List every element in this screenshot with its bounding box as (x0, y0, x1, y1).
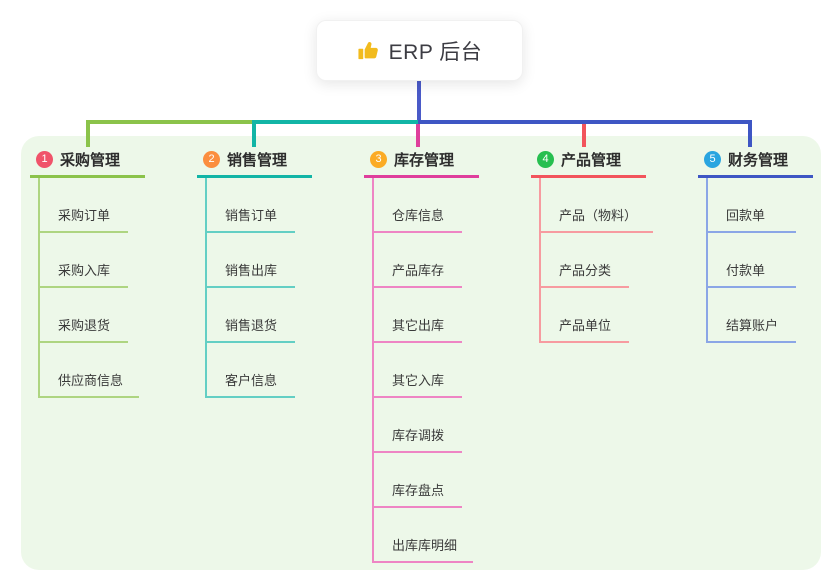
branch-column-product: 4 产品管理 产品（物料） 产品分类 产品单位 (531, 150, 681, 343)
branch-header-finance[interactable]: 5 财务管理 (698, 150, 813, 178)
branch-column-purchase: 1 采购管理 采购订单 采购入库 采购退货 供应商信息 (30, 150, 180, 398)
branch-column-finance: 5 财务管理 回款单 付款单 结算账户 (698, 150, 839, 343)
tree-item[interactable]: 产品（物料） (541, 178, 654, 233)
tree-item-label: 采购订单 (58, 208, 111, 223)
branch-items-inventory: 仓库信息 产品库存 其它出库 其它入库 库存调拨 库存盘点 出库库明细 (372, 178, 514, 563)
branch-items-product: 产品（物料） 产品分类 产品单位 (539, 178, 681, 343)
branch-number-badge: 4 (537, 151, 554, 168)
tree-item-label: 销售出库 (225, 263, 278, 278)
tree-item-label: 产品库存 (392, 263, 445, 278)
thumbs-up-icon (357, 39, 380, 62)
tree-item-label: 付款单 (726, 263, 766, 278)
tree-item[interactable]: 采购入库 (40, 233, 128, 288)
tree-item[interactable]: 库存调拨 (374, 398, 462, 453)
tree-item-label: 回款单 (726, 208, 766, 223)
branch-number-badge: 3 (370, 151, 387, 168)
tree-item-label: 销售订单 (225, 208, 278, 223)
bus-line-sales-segment (254, 120, 418, 124)
branch-header-purchase[interactable]: 1 采购管理 (30, 150, 145, 178)
tree-item-label: 其它入库 (392, 373, 445, 388)
tree-item-label: 出库库明细 (392, 538, 458, 553)
branch-items-sales: 销售订单 销售出库 销售退货 客户信息 (205, 178, 347, 398)
tree-item[interactable]: 库存盘点 (374, 453, 462, 508)
tree-item-label: 采购入库 (58, 263, 111, 278)
tree-item[interactable]: 其它入库 (374, 343, 462, 398)
tree-item-label: 产品单位 (559, 318, 612, 333)
tree-item-label: 销售退货 (225, 318, 278, 333)
tree-item-label: 库存调拨 (392, 428, 445, 443)
tree-item-label: 客户信息 (225, 373, 278, 388)
tree-item-label: 库存盘点 (392, 483, 445, 498)
drop-line-purchase (86, 120, 90, 147)
tree-item[interactable]: 客户信息 (207, 343, 295, 398)
tree-item-label: 产品分类 (559, 263, 612, 278)
branches-panel (21, 136, 821, 570)
root-connector-line (417, 81, 421, 122)
tree-item[interactable]: 回款单 (708, 178, 796, 233)
branch-title: 财务管理 (728, 152, 789, 169)
tree-item[interactable]: 其它出库 (374, 288, 462, 343)
tree-item[interactable]: 产品分类 (541, 233, 629, 288)
tree-item[interactable]: 供应商信息 (40, 343, 140, 398)
tree-item[interactable]: 采购订单 (40, 178, 128, 233)
branch-title: 销售管理 (227, 152, 288, 169)
branch-title: 库存管理 (394, 152, 455, 169)
tree-item[interactable]: 销售退货 (207, 288, 295, 343)
tree-item-label: 产品（物料） (559, 208, 638, 223)
branch-items-finance: 回款单 付款单 结算账户 (706, 178, 839, 343)
branch-number-badge: 5 (704, 151, 721, 168)
drop-line-finance (748, 120, 752, 147)
branch-header-product[interactable]: 4 产品管理 (531, 150, 646, 178)
branch-number-badge: 1 (36, 151, 53, 168)
tree-item[interactable]: 产品库存 (374, 233, 462, 288)
tree-item[interactable]: 销售订单 (207, 178, 295, 233)
root-node-title: ERP 后台 (388, 40, 483, 64)
tree-item[interactable]: 销售出库 (207, 233, 295, 288)
bus-line-finance-segment (418, 120, 752, 124)
bus-line-purchase-segment (86, 120, 254, 124)
tree-item[interactable]: 仓库信息 (374, 178, 462, 233)
drop-line-product (582, 124, 586, 147)
tree-item[interactable]: 结算账户 (708, 288, 796, 343)
tree-item-label: 采购退货 (58, 318, 111, 333)
branch-number-badge: 2 (203, 151, 220, 168)
tree-item[interactable]: 付款单 (708, 233, 796, 288)
branch-items-purchase: 采购订单 采购入库 采购退货 供应商信息 (38, 178, 180, 398)
branch-title: 采购管理 (60, 152, 121, 169)
tree-item-label: 结算账户 (726, 318, 779, 333)
tree-item[interactable]: 出库库明细 (374, 508, 474, 563)
branch-header-sales[interactable]: 2 销售管理 (197, 150, 312, 178)
branch-title: 产品管理 (561, 152, 622, 169)
root-node-erp[interactable]: ERP 后台 (316, 20, 523, 81)
tree-item-label: 仓库信息 (392, 208, 445, 223)
branch-column-inventory: 3 库存管理 仓库信息 产品库存 其它出库 其它入库 库存调拨 库存盘点 出库库… (364, 150, 514, 563)
branch-column-sales: 2 销售管理 销售订单 销售出库 销售退货 客户信息 (197, 150, 347, 398)
tree-item[interactable]: 采购退货 (40, 288, 128, 343)
drop-line-inventory (416, 124, 420, 147)
branch-header-inventory[interactable]: 3 库存管理 (364, 150, 479, 178)
tree-item-label: 其它出库 (392, 318, 445, 333)
drop-line-sales (252, 120, 256, 147)
tree-item[interactable]: 产品单位 (541, 288, 629, 343)
tree-item-label: 供应商信息 (58, 373, 124, 388)
